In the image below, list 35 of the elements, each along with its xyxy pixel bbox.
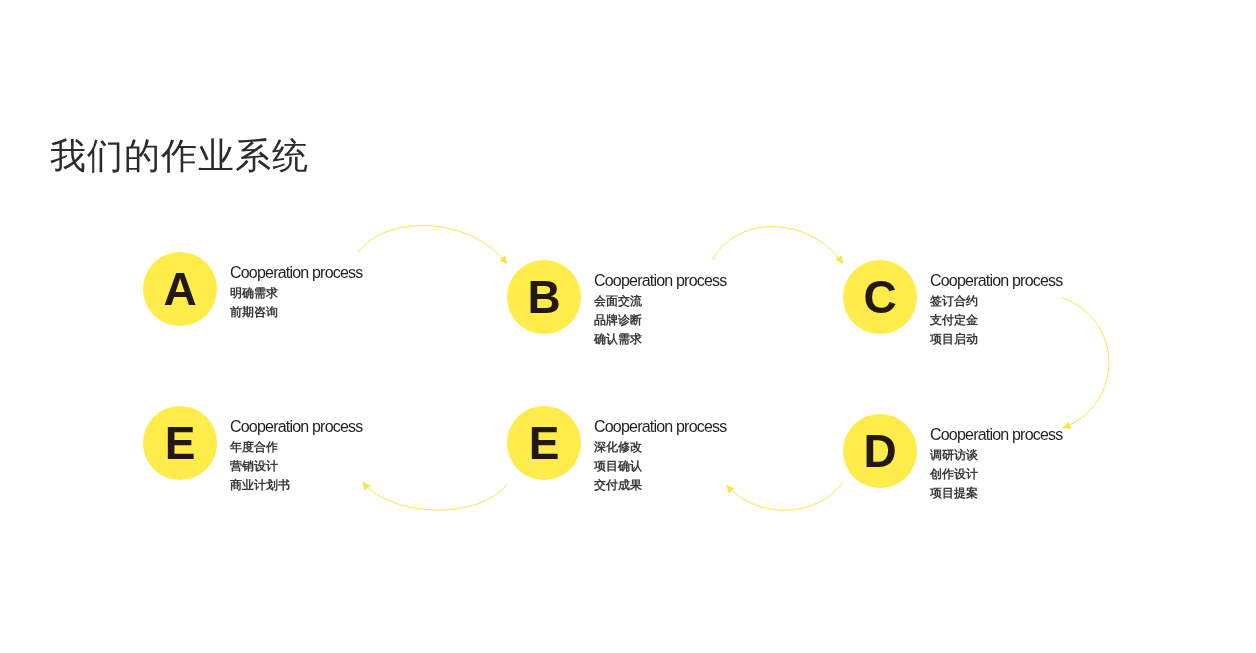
- step-heading: Cooperation process: [230, 418, 363, 436]
- step-heading: Cooperation process: [230, 264, 363, 282]
- step-circle: D: [843, 414, 917, 488]
- step-circle: C: [843, 260, 917, 334]
- step-heading: Cooperation process: [594, 272, 727, 290]
- step-heading: Cooperation process: [594, 418, 727, 436]
- step-circle: A: [143, 252, 217, 326]
- step-heading: Cooperation process: [930, 272, 1063, 290]
- step-circle: E: [507, 406, 581, 480]
- curved-arrow: [711, 226, 844, 265]
- step-circle: B: [507, 260, 581, 334]
- step-item: 品牌诊断: [594, 312, 642, 329]
- step-heading: Cooperation process: [930, 426, 1063, 444]
- curved-arrow: [1061, 297, 1110, 429]
- step-item: 调研访谈: [930, 447, 978, 464]
- step-item: 年度合作: [230, 439, 278, 456]
- step-item: 营销设计: [230, 458, 278, 475]
- curved-arrow: [725, 481, 844, 511]
- step-item: 商业计划书: [230, 477, 290, 494]
- page-title: 我们的作业系统: [50, 134, 309, 178]
- step-item: 项目确认: [594, 458, 642, 475]
- step-item: 确认需求: [594, 331, 642, 348]
- curved-arrow: [361, 481, 508, 511]
- step-item: 会面交流: [594, 293, 642, 310]
- step-item: 项目提案: [930, 485, 978, 502]
- step-item: 明确需求: [230, 285, 278, 302]
- step-item: 支付定金: [930, 312, 978, 329]
- step-item: 交付成果: [594, 477, 642, 494]
- step-item: 前期咨询: [230, 304, 278, 321]
- step-item: 深化修改: [594, 439, 642, 456]
- step-circle: E: [143, 406, 217, 480]
- step-item: 项目启动: [930, 331, 978, 348]
- curved-arrow: [357, 225, 508, 265]
- step-item: 签订合约: [930, 293, 978, 310]
- step-item: 创作设计: [930, 466, 978, 483]
